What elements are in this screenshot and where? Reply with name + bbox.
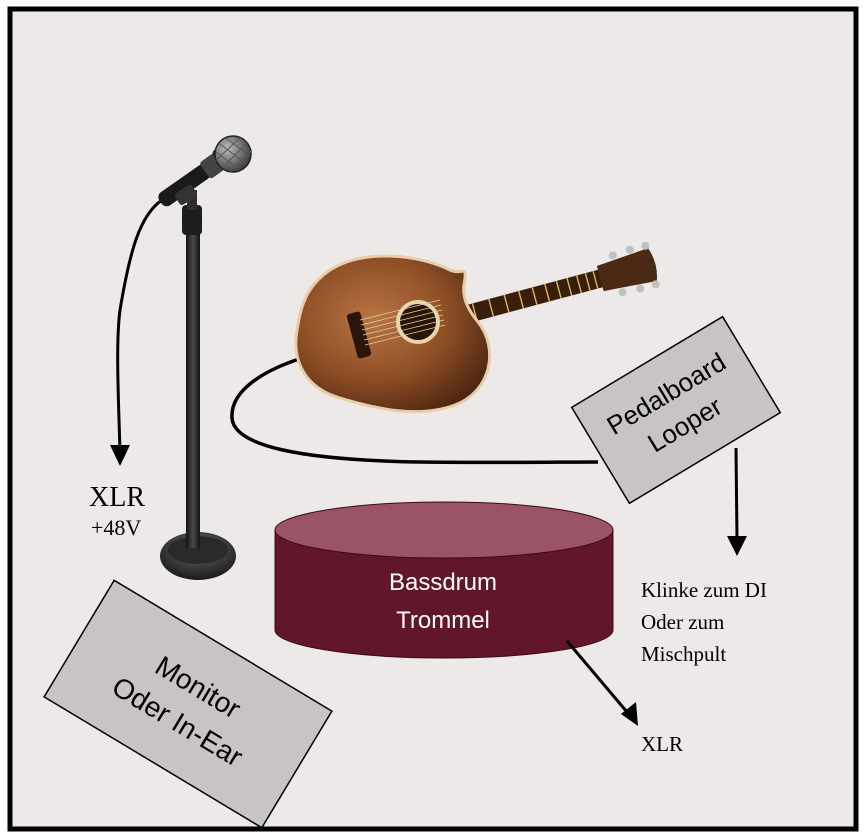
mic-xlr-label: XLR bbox=[89, 482, 145, 513]
bassdrum-label: Bassdrum bbox=[389, 569, 497, 596]
phantom-power-label: +48V bbox=[91, 515, 141, 540]
mic-cable bbox=[110, 198, 163, 466]
bassdrum-output-arrow-icon bbox=[621, 702, 638, 726]
microphone-icon bbox=[158, 135, 253, 207]
pedalboard-output-line1: Klinke zum DI bbox=[641, 578, 767, 602]
trommel-label: Trommel bbox=[396, 607, 490, 634]
monitor-box: Monitor Oder In-Ear bbox=[43, 579, 333, 829]
guitar-sound-hole bbox=[396, 300, 440, 344]
guitar-cable bbox=[230, 356, 599, 465]
bassdrum-top bbox=[274, 501, 614, 559]
pedalboard-output bbox=[727, 447, 747, 556]
pedalboard-box: Pedalboard Looper bbox=[570, 315, 782, 505]
microphone-stand bbox=[160, 190, 236, 580]
bassdrum: Bassdrum Trommel bbox=[274, 501, 614, 659]
mic-stand-pole bbox=[186, 230, 200, 548]
mic-cable-arrow-icon bbox=[110, 445, 130, 466]
acoustic-guitar-icon bbox=[294, 241, 660, 414]
pedalboard-output-line2: Oder zum bbox=[641, 610, 724, 634]
pedalboard-output-line3: Mischpult bbox=[641, 642, 726, 666]
bassdrum-xlr-label: XLR bbox=[641, 732, 683, 756]
pedalboard-output-arrow-icon bbox=[727, 536, 747, 556]
bassdrum-output bbox=[565, 640, 638, 726]
